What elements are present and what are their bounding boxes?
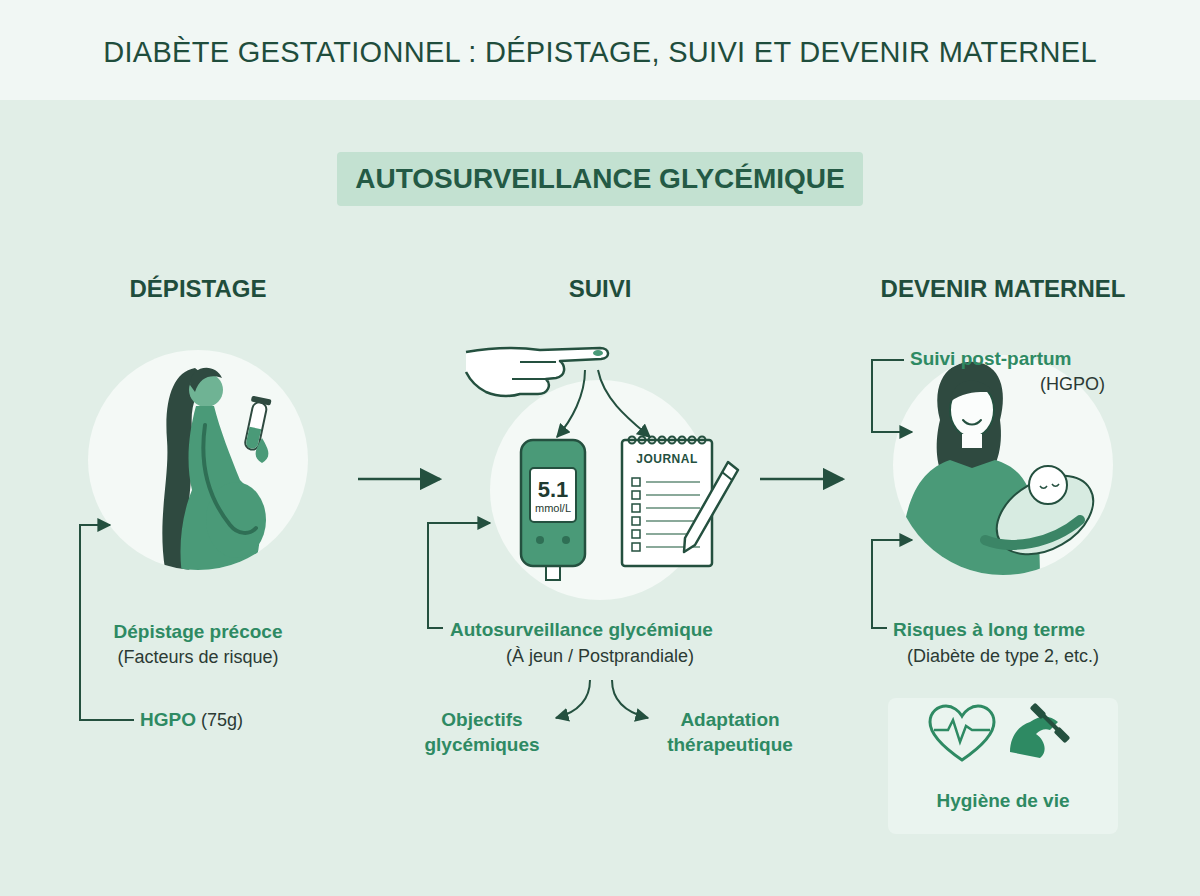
annotation: (Diabète de type 2, etc.)	[853, 645, 1153, 668]
journal	[679, 437, 686, 444]
lifestyle-panel	[888, 698, 1118, 834]
leader-line	[428, 523, 490, 628]
journal	[649, 437, 656, 444]
journal	[629, 437, 636, 444]
glucometer	[521, 440, 585, 566]
journal	[659, 437, 666, 444]
flow-arrow	[358, 478, 440, 481]
title: DIABÈTE GESTATIONNEL : DÉPISTAGE, SUIVI …	[103, 36, 1097, 69]
column-circle	[88, 350, 1113, 600]
leader-line	[872, 360, 912, 432]
mother-and-baby	[983, 460, 1107, 571]
hand	[557, 370, 585, 437]
lifestyle-panel	[934, 720, 990, 742]
lifestyle-box: Hygiène de vie	[888, 698, 1118, 834]
annotation: Objectifs glycémiques	[407, 708, 557, 757]
journal	[669, 437, 676, 444]
annotation: Dépistage précoce	[68, 620, 328, 645]
hand	[466, 348, 608, 396]
journal	[632, 530, 640, 538]
test-tube	[251, 396, 272, 406]
annotation: (Facteurs de risque)	[68, 646, 328, 669]
annotation: Suivi post-partum	[910, 347, 1072, 372]
hand	[593, 350, 603, 356]
hand	[598, 370, 650, 437]
mother-and-baby	[962, 434, 982, 448]
journal	[684, 462, 738, 552]
leader-line	[556, 680, 590, 718]
column-heading: DÉPISTAGE	[48, 274, 348, 304]
leader-line	[872, 540, 912, 628]
column-heading: SUIVI	[450, 274, 750, 304]
mother-and-baby	[1029, 466, 1067, 504]
annotation: Risques à long terme	[893, 618, 1085, 643]
lifestyle-panel	[930, 706, 994, 760]
journal	[622, 437, 738, 567]
journal	[622, 440, 712, 566]
stage-column: DÉPISTAGE	[48, 274, 348, 574]
lifestyle-panel	[888, 698, 1118, 834]
journal	[646, 520, 700, 522]
journal	[632, 543, 640, 551]
journal	[646, 507, 700, 509]
journal	[689, 437, 696, 444]
flow-arrow	[760, 478, 843, 481]
hand	[466, 348, 650, 437]
annotation: Autosurveillance glycémique	[450, 618, 713, 643]
journal	[632, 478, 640, 486]
mother-and-baby	[985, 520, 1080, 545]
meter-unit: mmol/L	[531, 502, 575, 515]
annotation: HGPO	[140, 708, 196, 733]
journal	[632, 491, 640, 499]
lifestyle-panel	[1054, 727, 1071, 744]
lifestyle-panel	[1030, 703, 1047, 720]
annotation: (75g)	[201, 709, 243, 732]
pregnant-woman	[206, 482, 266, 558]
annotation: (HGPO)	[1040, 373, 1105, 396]
glucometer	[562, 536, 570, 544]
pregnant-woman	[190, 368, 222, 392]
journal	[632, 504, 640, 512]
journal	[629, 437, 706, 444]
mother-and-baby	[900, 362, 1107, 580]
stage-column: SUIVI	[450, 274, 750, 574]
pregnant-woman	[162, 368, 266, 575]
journal	[632, 517, 640, 525]
hand	[512, 362, 556, 379]
column-heading: DEVENIR MATERNEL	[853, 274, 1153, 304]
journal	[646, 494, 700, 496]
annotation: Adaptation thérapeutique	[645, 708, 815, 757]
mother-and-baby	[963, 420, 981, 425]
stage-column: DEVENIR MATERNEL	[853, 274, 1153, 574]
test-tube	[241, 396, 272, 463]
test-tube	[256, 438, 269, 463]
journal	[722, 472, 732, 480]
journal	[646, 481, 700, 483]
journal	[699, 437, 706, 444]
leader-line	[612, 680, 648, 718]
journal-title: JOURNAL	[627, 452, 707, 466]
mother-and-baby	[1040, 484, 1059, 488]
node-text: AUTOSURVEILLANCE GLYCÉMIQUE	[355, 162, 845, 196]
node-text: Hygiène de vie	[888, 790, 1118, 812]
glucometer	[536, 536, 544, 544]
annotation: (À jeun / Postprandiale)	[450, 645, 750, 668]
glucometer	[530, 468, 576, 522]
test-tube	[241, 396, 272, 452]
mother-and-baby	[950, 381, 994, 402]
journal	[639, 437, 646, 444]
glucometer	[521, 440, 585, 580]
meter-reading: 5.1	[531, 478, 575, 502]
section-badge: AUTOSURVEILLANCE GLYCÉMIQUE	[337, 152, 863, 206]
